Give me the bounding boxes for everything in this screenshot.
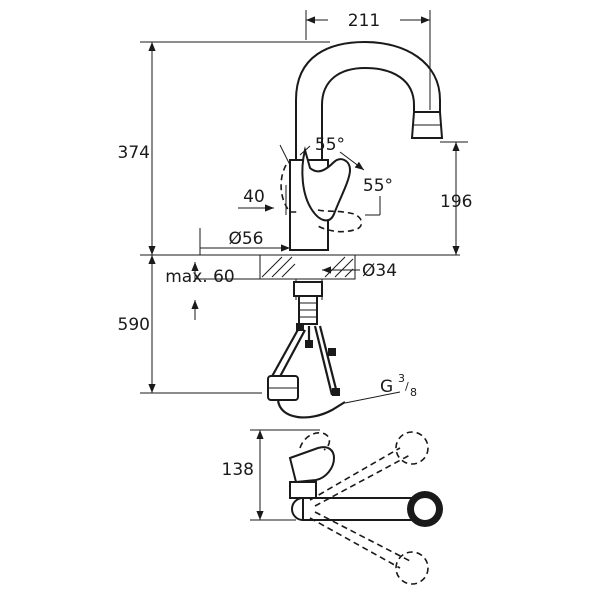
dim-top-view-depth-label: 138 [222,460,254,480]
dim-hole-diameter: Ø34 [322,261,397,281]
dim-body-diameter-label: Ø56 [228,229,263,249]
faucet-top-view [288,431,443,585]
dim-spout-reach: 211 [305,10,431,110]
dim-hole-diameter-label: Ø34 [362,261,397,281]
dim-connection-denominator: 8 [410,386,417,399]
dim-connection-numerator: 3 [398,372,405,385]
dim-connection-prefix: G [380,377,393,397]
hose-loop [276,399,346,419]
dim-spout-height: 196 [440,141,472,255]
top-lever-dashed [299,432,331,451]
dim-lever-angle-top: 55° [279,135,345,166]
lever-handle [301,146,352,222]
dim-hose-length-label: 590 [118,315,150,335]
dim-max-thickness-label: max. 60 [165,267,234,287]
dim-total-height-label: 374 [118,143,150,163]
mounting-nut [293,281,323,297]
supply-hose-left [269,325,301,381]
top-lever [288,446,336,484]
lever-position-up [280,164,300,213]
supply-hose-right [313,325,334,396]
mounting-assembly [267,281,346,419]
dim-hose-length: 590 [118,255,262,394]
dim-lever-angle-top-label: 55° [315,135,345,155]
dim-total-height: 374 [118,41,330,255]
dim-connection-slash: / [405,380,409,393]
lever-position-side [317,209,363,233]
dim-top-view-depth: 138 [222,429,320,521]
dim-lever-angle-side-label: 55° [363,176,393,196]
dim-lever-offset-label: 40 [243,187,265,207]
top-spout-swivel-up [309,447,401,501]
dim-body-diameter: Ø56 [199,228,290,255]
dim-max-thickness: max. 60 [165,262,260,320]
countertop-section [140,254,460,300]
dim-lever-offset: 40 [238,185,287,215]
dim-lever-angle-side: 55° [339,151,393,216]
dim-spout-reach-label: 211 [348,11,380,31]
dim-spout-height-label: 196 [440,192,472,212]
faucet-side-view [280,40,444,251]
top-spout-swivel-down [309,517,401,569]
dim-connection-thread: G 3 / 8 [344,372,417,404]
